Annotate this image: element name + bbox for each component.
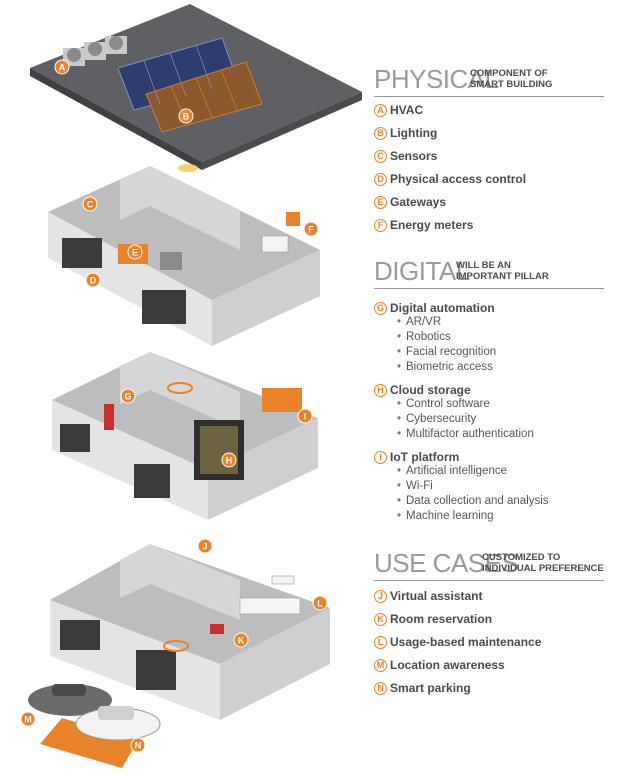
svg-text:D: D [90,276,97,286]
legend-item-virtual-assistant: J Virtual assistant [374,588,482,604]
floor-3 [48,164,320,346]
marker-b: B [178,108,194,124]
marker-d: D [85,272,101,288]
svg-text:I: I [304,412,307,422]
svg-text:A: A [59,63,66,73]
section-title: USE CASES [374,548,519,578]
floor-2 [52,352,318,520]
svg-text:B: B [183,112,190,122]
sub-item: Multifactor authentication [397,428,534,440]
sub-item: Biometric access [397,361,493,373]
svg-text:F: F [308,225,314,235]
legend-item-sensors: C Sensors [374,148,437,164]
sub-item: Cybersecurity [397,413,476,425]
sub-item: Robotics [397,331,451,343]
section-subtitle: WILL BE AN IMPORTANT PILLAR [456,260,549,282]
marker-f: F [303,221,319,237]
legend-item-smart-parking: N Smart parking [374,680,471,696]
marker-h: H [221,452,237,468]
markers: A B C D E F G H I J K L M N [20,59,328,753]
hvac-units [63,36,127,66]
letter-badge-icon: K [374,612,387,626]
sub-item: AR/VR [397,316,441,328]
letter-badge-icon: I [374,450,387,464]
floor-1 [50,544,330,720]
svg-text:N: N [135,741,142,751]
legend-item-physical-access: D Physical access control [374,171,526,187]
legend-item-room-reservation: K Room reservation [374,611,492,627]
sub-item: Data collection and analysis [397,495,549,507]
svg-text:E: E [132,248,138,258]
legend-item-lighting: B Lighting [374,125,437,141]
letter-badge-icon: M [374,658,387,672]
sub-item: Control software [397,398,490,410]
sub-item: Wi-Fi [397,480,433,492]
letter-badge-icon: B [374,126,387,140]
section-use-cases-header: USE CASES CUSTOMIZED TO INDIVIDUAL PREFE… [374,540,604,581]
marker-k: K [233,632,249,648]
letter-badge-icon: G [374,301,387,315]
marker-j: J [197,538,213,554]
marker-e: E [127,244,143,260]
letter-badge-icon: A [374,103,387,117]
letter-badge-icon: N [374,681,387,695]
legend-item-hvac: A HVAC [374,102,423,118]
svg-text:K: K [238,636,245,646]
svg-text:J: J [202,542,207,552]
sub-item: Artificial intelligence [397,465,507,477]
legend-item-cloud-storage: H Cloud storage [374,382,471,398]
section-title: DIGITAL [374,256,470,286]
legend-item-usage-based-maintenance: L Usage-based maintenance [374,634,541,650]
marker-l: L [312,595,328,611]
letter-badge-icon: F [374,218,387,232]
marker-i: I [297,408,313,424]
letter-badge-icon: L [374,635,387,649]
marker-m: M [20,711,36,727]
legend-item-energy-meters: F Energy meters [374,217,473,233]
letter-badge-icon: H [374,383,387,397]
marker-g: G [120,388,136,404]
svg-text:M: M [24,715,32,725]
letter-badge-icon: D [374,172,387,186]
marker-a: A [54,59,70,75]
letter-badge-icon: J [374,589,387,603]
svg-text:H: H [226,456,233,466]
legend-item-digital-automation: G Digital automation [374,300,495,316]
marker-n: N [130,737,146,753]
section-title: PHYSICAL [374,64,499,94]
svg-text:G: G [124,392,131,402]
letter-badge-icon: E [374,195,387,209]
legend-item-location-awareness: M Location awareness [374,657,505,673]
sub-item: Facial recognition [397,346,496,358]
svg-text:C: C [87,200,94,210]
section-physical-header: PHYSICAL COMPONENT OF SMART BUILDING [374,56,604,97]
section-subtitle: CUSTOMIZED TO INDIVIDUAL PREFERENCE [482,552,604,574]
svg-text:L: L [317,599,323,609]
marker-c: C [82,196,98,212]
legend-item-iot-platform: I IoT platform [374,449,459,465]
section-digital-header: DIGITAL WILL BE AN IMPORTANT PILLAR [374,248,604,289]
cars [28,684,161,768]
smart-building-illustration: A B C D E F G H I J K L M N [20,4,362,768]
roof-level [30,4,362,170]
solar-panels [117,37,263,133]
letter-badge-icon: C [374,149,387,163]
sub-item: Machine learning [397,510,494,522]
legend-item-gateways: E Gateways [374,194,446,210]
section-subtitle: COMPONENT OF SMART BUILDING [470,68,553,90]
